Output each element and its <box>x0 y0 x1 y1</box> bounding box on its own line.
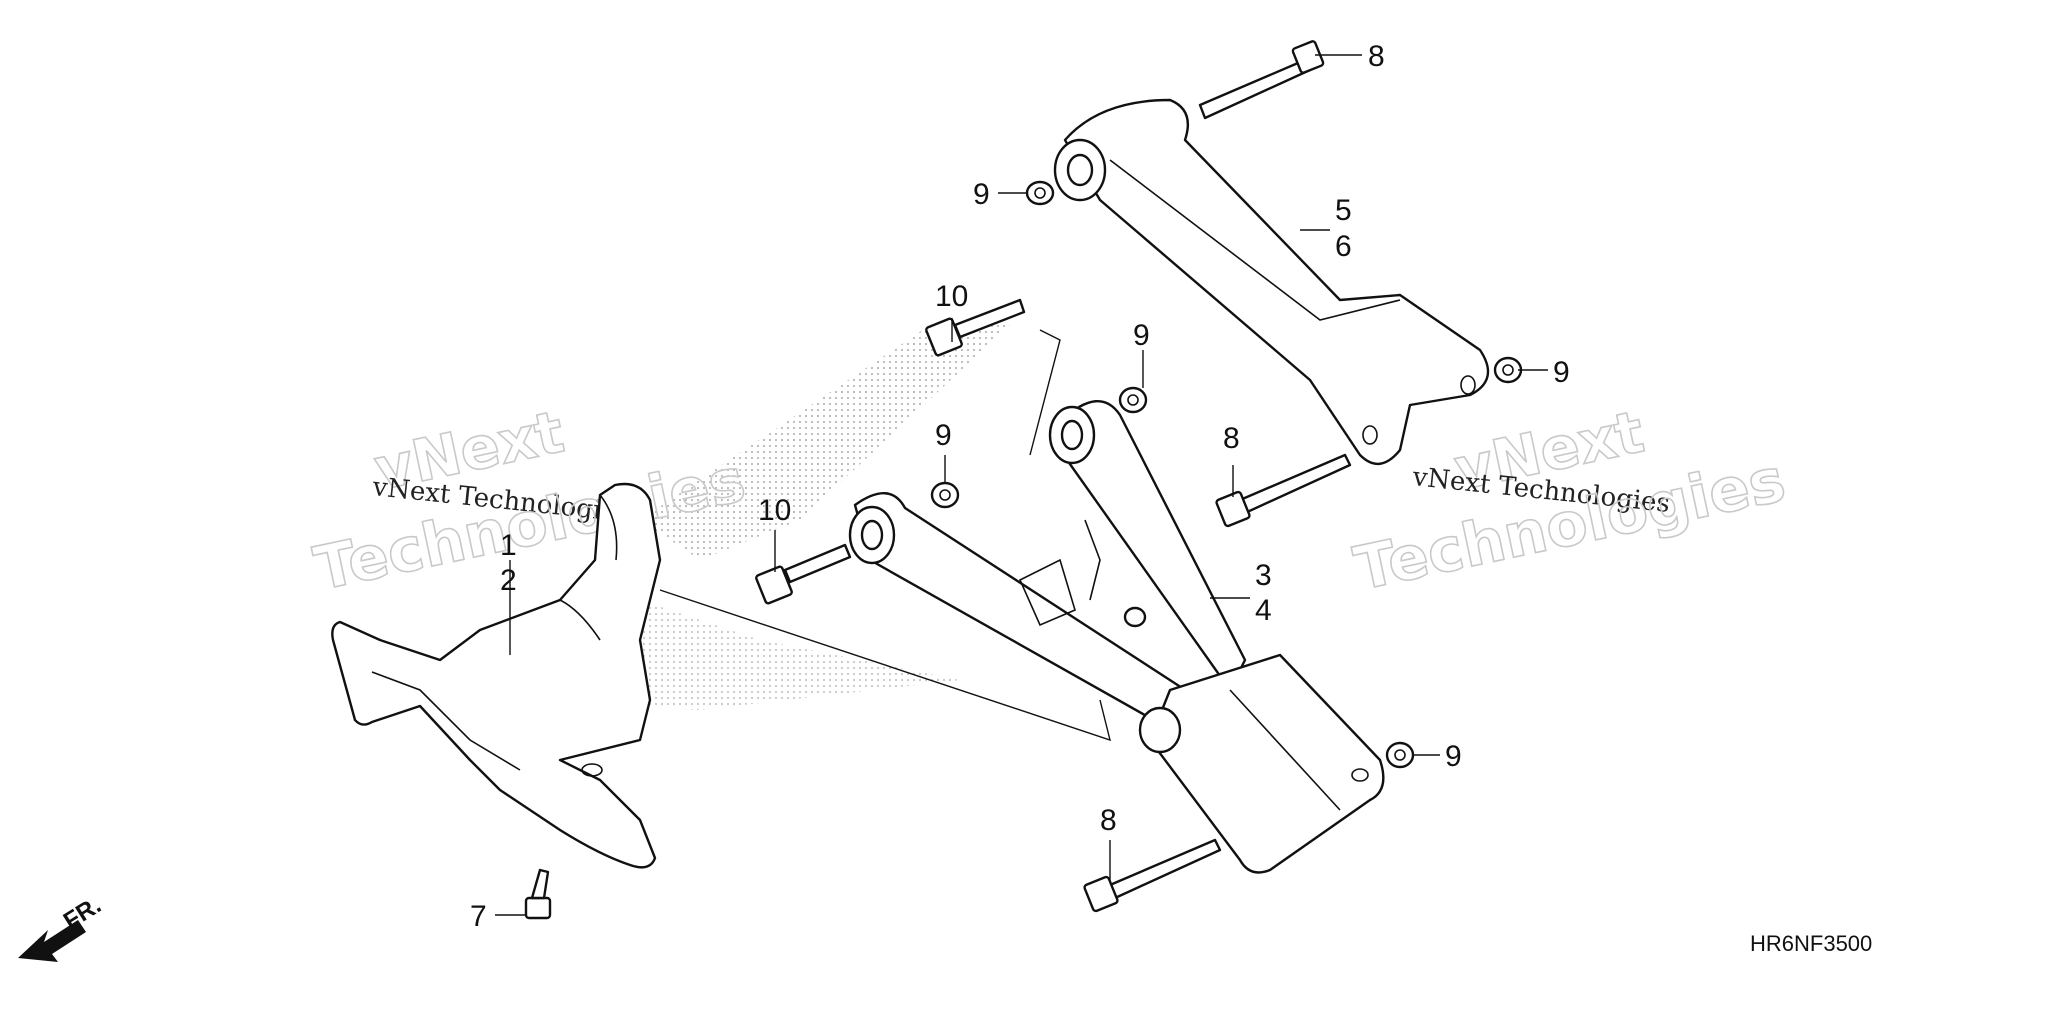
part-upper-arm <box>1053 98 1490 465</box>
callout-9-b: 9 <box>1133 319 1150 352</box>
bolt-7 <box>524 868 552 920</box>
callout-10-top: 10 <box>935 280 968 313</box>
callout-5: 5 <box>1335 194 1352 227</box>
part-lower-arm <box>848 399 1385 874</box>
bolt-10-top <box>925 298 1026 357</box>
bolt-8-top <box>1198 40 1325 120</box>
nut-9-a <box>1025 180 1055 206</box>
callout-8-mid: 8 <box>1223 422 1240 455</box>
callout-9-e: 9 <box>1445 740 1462 773</box>
nut-9-c <box>930 481 960 509</box>
callout-9-c: 9 <box>935 419 952 452</box>
callout-9-d: 9 <box>1553 356 1570 389</box>
callout-7: 7 <box>470 900 487 933</box>
watermark-right: vNext vNext Technologies Technologies <box>1348 397 1792 606</box>
bolt-10-left <box>755 543 852 605</box>
callout-9-a: 9 <box>973 178 990 211</box>
leader-lines <box>495 54 1548 916</box>
callout-8-bottom: 8 <box>1100 804 1117 837</box>
callout-2: 2 <box>500 564 517 597</box>
callout-10-left: 10 <box>758 494 791 527</box>
nut-9-d <box>1493 356 1523 384</box>
callout-3: 3 <box>1255 559 1272 592</box>
nut-small <box>1123 606 1147 628</box>
nut-9-b <box>1118 386 1148 414</box>
bolt-8-mid <box>1215 453 1352 528</box>
front-direction-arrow-icon: FR. <box>18 892 106 962</box>
bolt-8-bottom <box>1083 838 1222 913</box>
watermark-left: vNext vNext Technologies Technologies <box>308 397 752 606</box>
part-guard <box>331 482 662 869</box>
callout-8-top: 8 <box>1368 40 1385 73</box>
diagram-code: HR6NF3500 <box>1750 931 1872 956</box>
callout-1: 1 <box>500 529 517 562</box>
nut-9-e <box>1385 741 1415 769</box>
callout-4: 4 <box>1255 594 1272 627</box>
callout-6: 6 <box>1335 230 1352 263</box>
